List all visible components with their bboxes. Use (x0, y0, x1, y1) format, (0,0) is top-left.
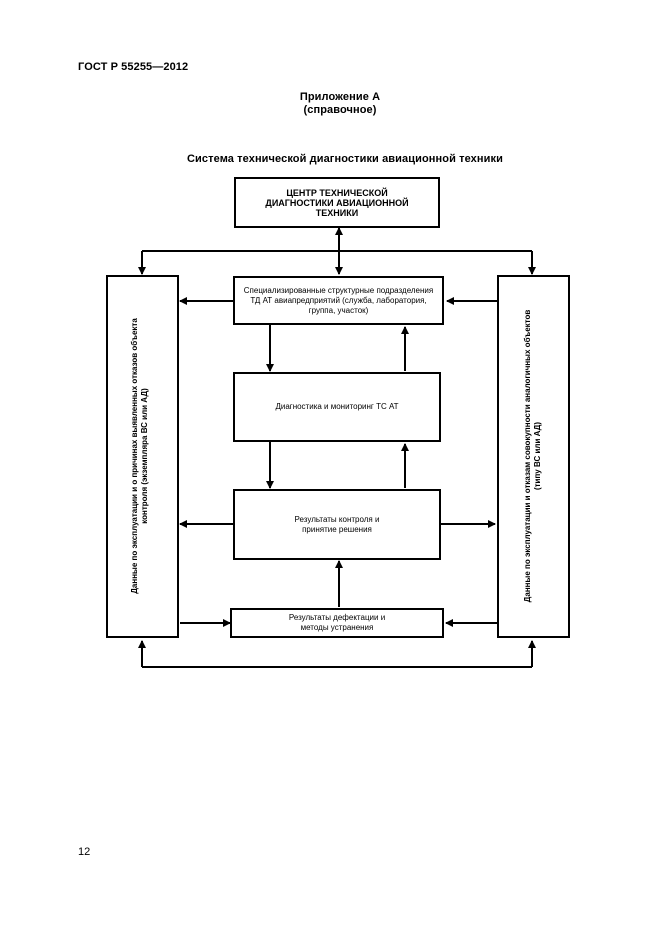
control-results-box: Результаты контроля и принятие решения (233, 489, 441, 560)
center-box: ЦЕНТР ТЕХНИЧЕСКОЙ ДИАГНОСТИКИ АВИАЦИОННО… (234, 177, 440, 228)
right-data-panel-label: Данные по эксплуатации и отказам совокуп… (523, 309, 542, 603)
specialized-units-label: Специализированные структурные подраздел… (243, 285, 434, 315)
center-box-label: ЦЕНТР ТЕХНИЧЕСКОЙ ДИАГНОСТИКИ АВИАЦИОННО… (265, 187, 409, 218)
defect-results-label: Результаты дефектации и методы устранени… (288, 613, 386, 632)
appendix-note: (справочное) (303, 104, 377, 116)
diagnostics-label: Диагностика и мониторинг ТС АТ (275, 402, 399, 411)
standard-label: ГОСТ Р 55255—2012 (78, 61, 189, 73)
specialized-units-box: Специализированные структурные подраздел… (233, 276, 444, 325)
diagnostics-box: Диагностика и мониторинг ТС АТ (233, 372, 441, 442)
left-data-panel-label: Данные по эксплуатации и о причинах выяв… (130, 318, 149, 594)
right-data-panel (497, 275, 570, 638)
page-number: 12 (78, 846, 91, 858)
appendix-title: Приложение А (299, 91, 381, 103)
control-results-label: Результаты контроля и принятие решения (294, 514, 380, 534)
defect-results-box: Результаты дефектации и методы устранени… (230, 608, 444, 638)
left-data-panel (106, 275, 179, 638)
figure-title: Система технической диагностики авиацион… (187, 153, 503, 165)
